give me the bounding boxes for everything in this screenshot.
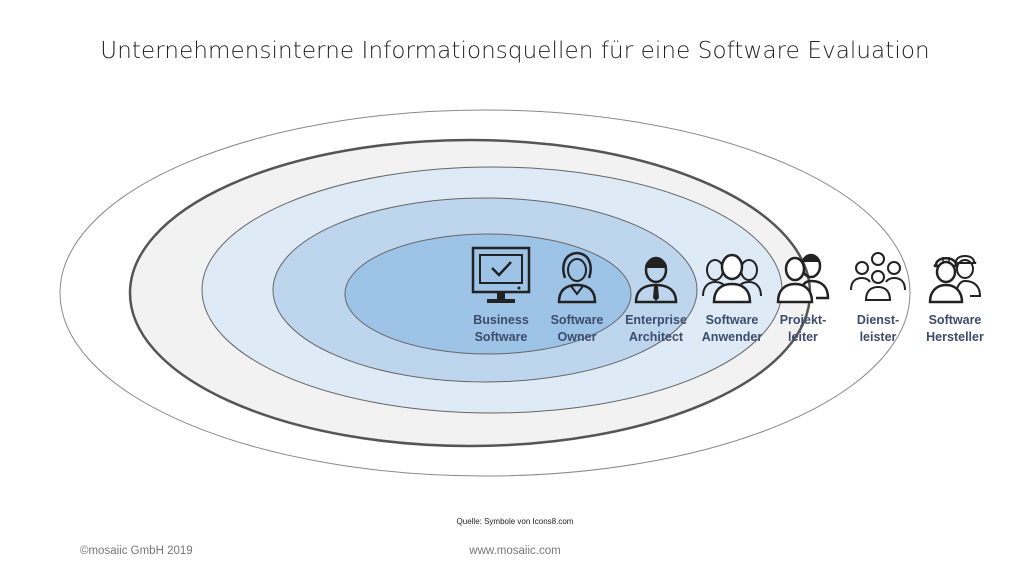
copyright-text: ©mosaiic GmbH 2019 <box>80 545 193 557</box>
actor-projektleiter: Projekt- leiter <box>763 250 843 346</box>
actor-label: Dienst- leister <box>856 313 900 344</box>
actor-enterprise-architect: Enterprise Architect <box>616 248 696 346</box>
actor-label: Projekt- leiter <box>779 313 827 344</box>
actor-software-owner: Software Owner <box>537 248 617 346</box>
actor-label: Software Owner <box>550 313 604 344</box>
actor-label: Software Anwender <box>701 313 763 344</box>
actor-software-anwender: Software Anwender <box>692 250 772 346</box>
actor-label: Business Software <box>473 313 529 344</box>
people-group-icon <box>850 252 906 301</box>
actor-dienstleister: Dienst- leister <box>838 250 918 346</box>
diagram-title: Unternehmensinterne Informationsquellen … <box>100 38 930 64</box>
workers-icon <box>928 255 982 304</box>
website-text: www.mosaiic.com <box>469 545 561 557</box>
ring-core <box>344 233 632 355</box>
two-users-icon <box>776 253 830 304</box>
user-group-icon <box>702 253 762 304</box>
woman-user-icon <box>557 251 597 304</box>
actor-software-hersteller: Software Hersteller <box>915 250 995 346</box>
actor-label: Software Hersteller <box>926 313 984 344</box>
actor-label: Enterprise Architect <box>625 313 687 344</box>
businessman-icon <box>634 256 678 304</box>
monitor-check-icon <box>471 246 531 303</box>
source-note: Quelle: Symbole von Icons8.com <box>456 517 574 526</box>
actor-business-software: Business Software <box>461 246 541 346</box>
